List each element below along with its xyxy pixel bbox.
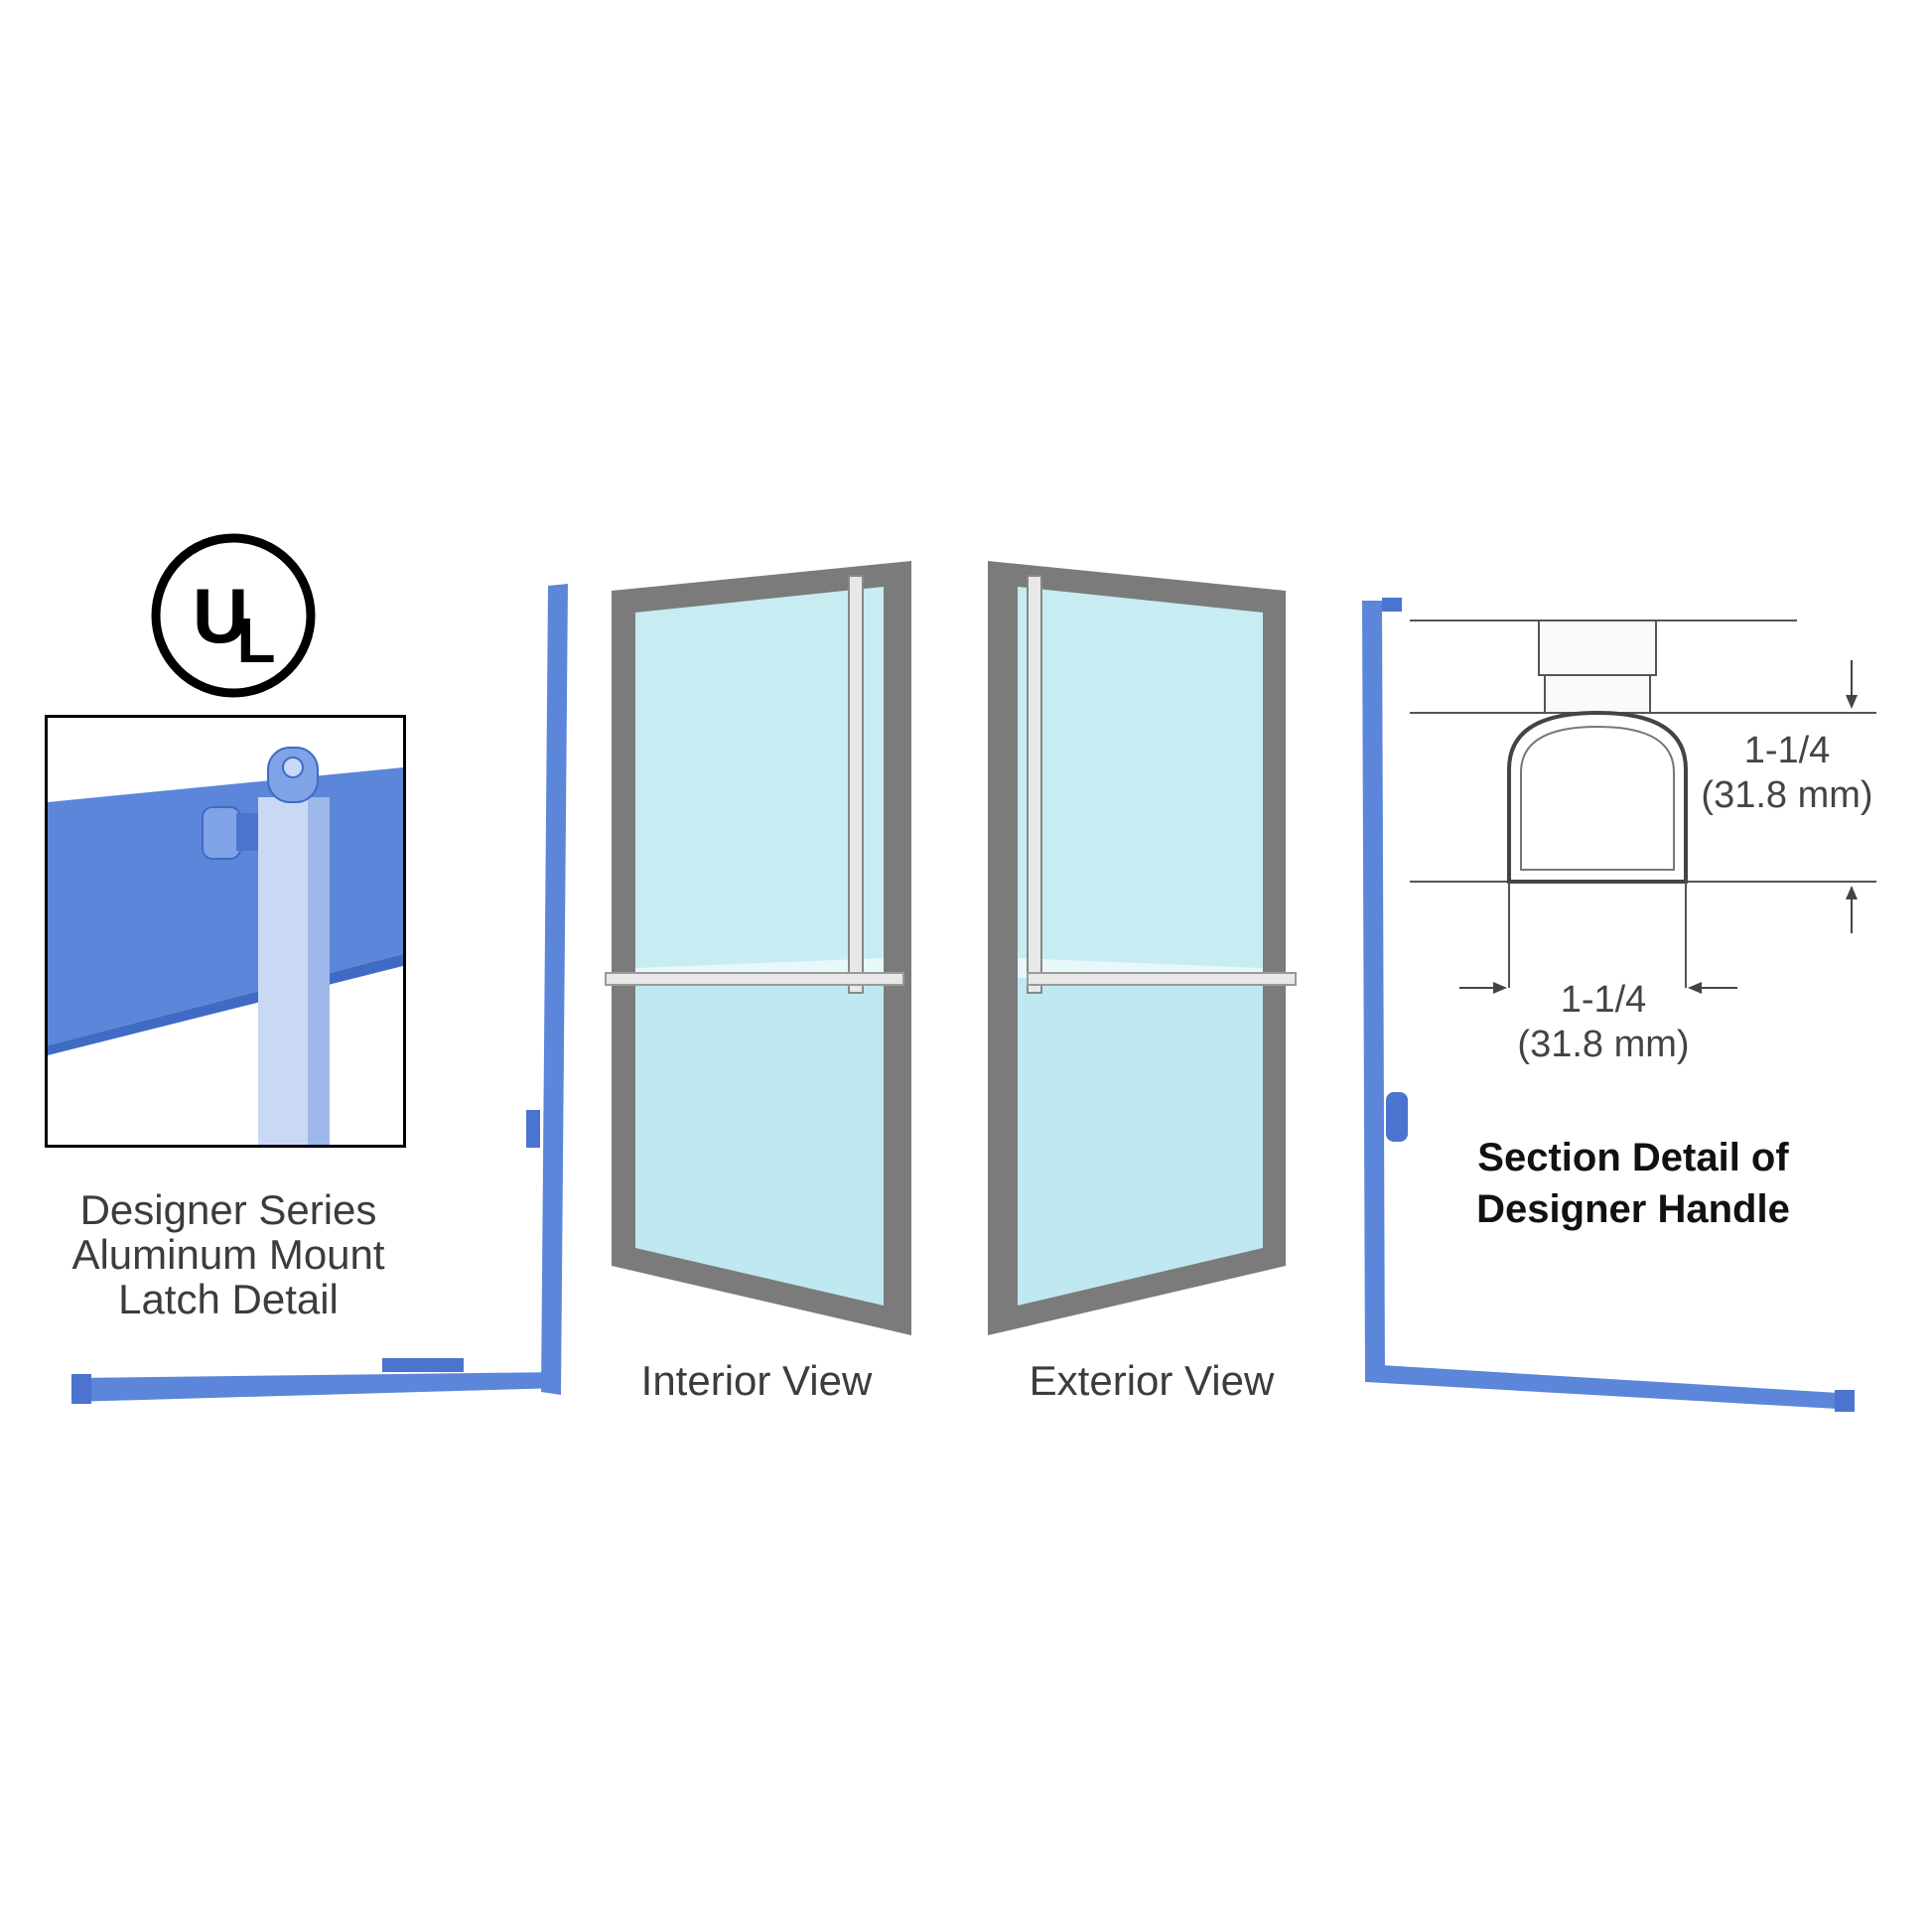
section-detail-drawing (1410, 620, 1876, 994)
ul-letter-l: L (236, 605, 275, 676)
latch-caption-line-2: Aluminum Mount (71, 1231, 385, 1278)
interior-view-label: Interior View (640, 1357, 873, 1404)
vertical-dimension-mm: (31.8 mm) (1701, 774, 1873, 816)
exterior-door-drawing (988, 561, 1297, 1335)
horizontal-dimension-label: 1-1/4 (31.8 mm) (1494, 978, 1713, 1067)
vertical-dimension-label: 1-1/4 (31.8 mm) (1688, 729, 1886, 818)
section-title-line-2: Designer Handle (1476, 1187, 1790, 1231)
latch-illustration (48, 747, 403, 1145)
ul-certification-logo: U L (151, 533, 316, 698)
exterior-view-label: Exterior View (1029, 1357, 1275, 1404)
horizontal-dimension-mm: (31.8 mm) (1517, 1024, 1690, 1065)
latch-detail-image (45, 715, 406, 1148)
interior-door-drawing (605, 561, 911, 1335)
horizontal-dimension-inches: 1-1/4 (1560, 979, 1647, 1021)
latch-caption-line-3: Latch Detail (118, 1276, 339, 1322)
latch-detail-caption: Designer Series Aluminum Mount Latch Det… (30, 1187, 427, 1321)
section-title-line-1: Section Detail of (1477, 1136, 1789, 1179)
ul-letter-u: U (193, 572, 248, 659)
vertical-dimension-inches: 1-1/4 (1743, 730, 1831, 771)
section-detail-title: Section Detail of Designer Handle (1435, 1132, 1832, 1235)
latch-caption-line-1: Designer Series (79, 1186, 377, 1233)
